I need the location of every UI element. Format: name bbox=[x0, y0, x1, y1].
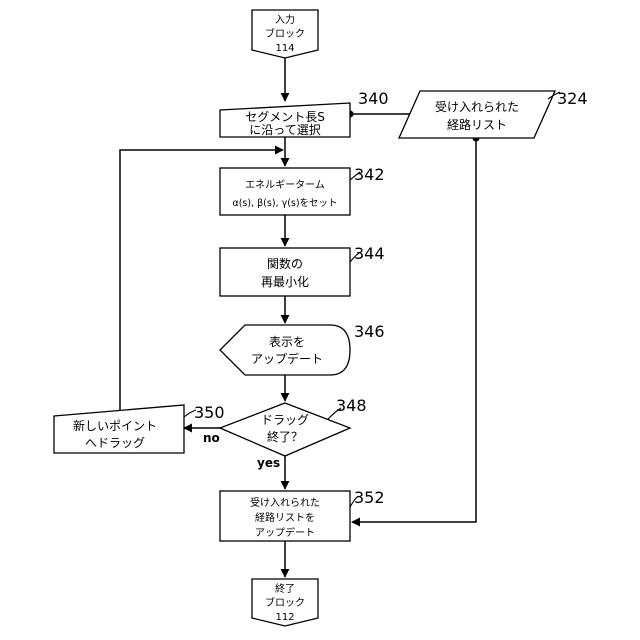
reminimize-step: 関数の 再最小化 344 bbox=[220, 244, 385, 296]
ref-340: 340 bbox=[358, 89, 389, 108]
drag-new-line-2: へドラッグ bbox=[85, 436, 145, 450]
ref-344: 344 bbox=[354, 244, 385, 263]
drag-new-line-1: 新しいポイント bbox=[73, 418, 157, 433]
ref-352: 352 bbox=[354, 488, 385, 507]
display-line-1: 表示を bbox=[269, 335, 305, 349]
display-line-2: アップデート bbox=[251, 351, 323, 366]
reminimize-line-1: 関数の bbox=[267, 256, 303, 271]
ref-346: 346 bbox=[354, 322, 385, 341]
select-segment-step: セグメント長S に沿って選択 340 bbox=[220, 89, 389, 137]
energy-line-2: α(s), β(s), γ(s)をセット bbox=[232, 198, 337, 209]
display-update-step: 表示を アップデート 346 bbox=[220, 322, 385, 375]
end-line-1: 終了 bbox=[275, 582, 295, 595]
energy-line-1: エネルギーターム bbox=[245, 179, 325, 191]
reminimize-line-2: 再最小化 bbox=[261, 275, 309, 289]
update-list-line-1: 受け入れられた bbox=[250, 497, 320, 509]
start-line-1: 入力 bbox=[275, 13, 295, 26]
decision-line-2: 終了？ bbox=[267, 429, 303, 444]
accepted-path-list: 受け入れられた 経路リスト 324 bbox=[399, 89, 588, 138]
start-block: 入力 ブロック 114 bbox=[252, 10, 318, 58]
end-block: 終了 ブロック 112 bbox=[252, 579, 318, 626]
ref-350: 350 bbox=[194, 403, 225, 422]
accepted-list-line-1: 受け入れられた bbox=[435, 100, 519, 114]
accepted-list-line-2: 経路リスト bbox=[447, 117, 507, 132]
decision-line-1: ドラッグ bbox=[261, 413, 309, 427]
update-accepted-list-step: 受け入れられた 経路リストを アップデート 352 bbox=[220, 488, 385, 541]
update-list-line-2: 経路リストを bbox=[255, 511, 315, 524]
end-line-3: 112 bbox=[275, 612, 294, 623]
start-line-2: ブロック bbox=[265, 27, 305, 40]
edge-label-no: no bbox=[203, 431, 220, 445]
ref-324: 324 bbox=[557, 89, 588, 108]
ref-342: 342 bbox=[354, 165, 385, 184]
energy-term-step: エネルギーターム α(s), β(s), γ(s)をセット 342 bbox=[220, 165, 385, 215]
update-list-line-3: アップデート bbox=[255, 526, 315, 539]
end-line-2: ブロック bbox=[265, 596, 305, 609]
start-line-3: 114 bbox=[275, 43, 294, 54]
select-line-1: セグメント長S bbox=[245, 110, 325, 124]
ref-348: 348 bbox=[336, 396, 367, 415]
select-line-2: に沿って選択 bbox=[249, 123, 320, 137]
edge-label-yes: yes bbox=[257, 456, 280, 470]
